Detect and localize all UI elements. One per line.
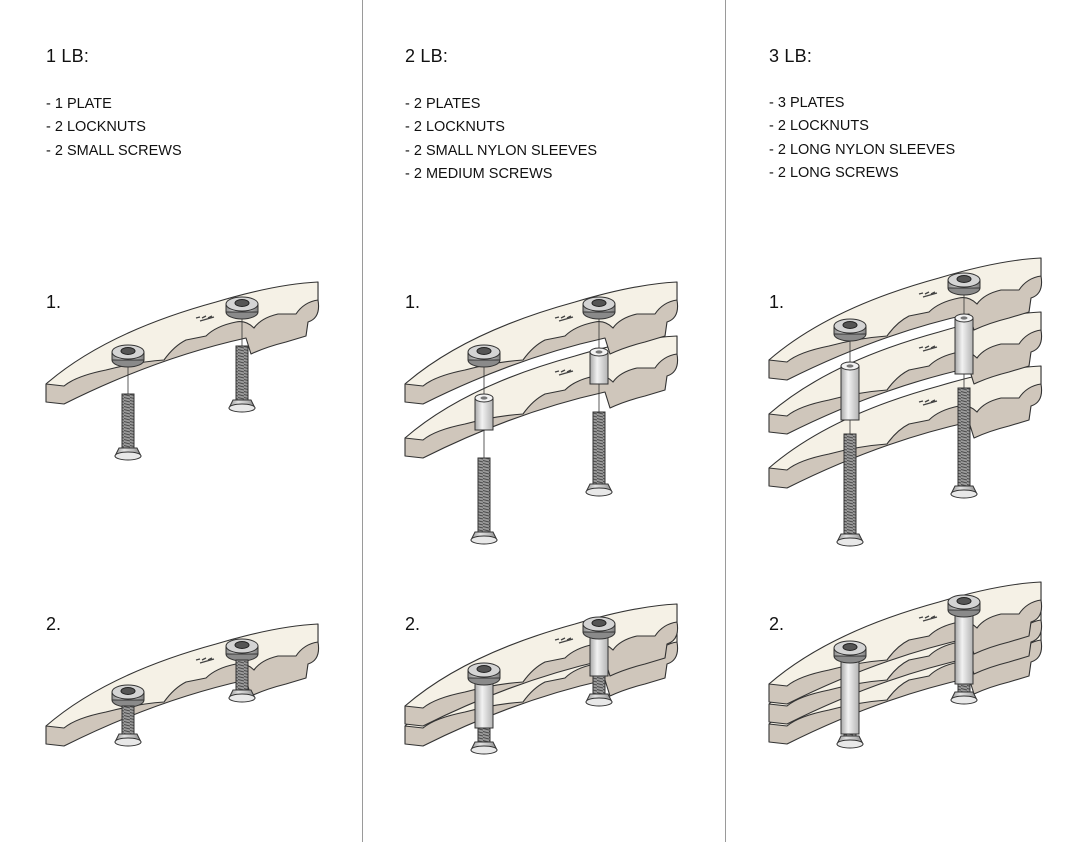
nylon-sleeve <box>474 393 494 431</box>
screw-shaft <box>121 393 135 449</box>
list-item: - 2 LOCKNUTS <box>769 118 869 135</box>
screw-shaft <box>235 345 249 401</box>
column-divider <box>362 0 363 842</box>
locknut <box>582 296 616 320</box>
locknut <box>225 296 259 320</box>
plate <box>45 623 320 747</box>
list-item: - 2 LONG NYLON SLEEVES <box>769 141 956 158</box>
locknut <box>833 640 867 664</box>
plate <box>404 603 679 727</box>
parts-list: - 1 PLATE - 2 LOCKNUTS - 2 SMALL SCREWS <box>46 93 182 163</box>
screw-shaft <box>843 433 857 535</box>
list-item: - 2 SMALL NYLON SLEEVES <box>405 142 598 159</box>
column-heading: 1 LB: <box>46 46 90 66</box>
screw-shaft <box>957 387 971 487</box>
exploded-assembly-diagram <box>768 257 1043 547</box>
column-1lb: 1 LB: - 1 PLATE - 2 LOCKNUTS - 2 SMALL S… <box>0 0 362 842</box>
nylon-sleeve <box>954 607 974 685</box>
screw-head <box>950 485 978 499</box>
locknut <box>947 594 981 618</box>
list-item: - 2 LOCKNUTS <box>405 119 505 136</box>
screw-shaft <box>121 705 135 735</box>
exploded-assembly-diagram <box>45 281 320 461</box>
step-label: 2. <box>769 614 785 634</box>
screw-shaft <box>592 411 606 485</box>
screw-head <box>585 483 613 497</box>
list-item: - 2 MEDIUM SCREWS <box>405 166 553 183</box>
plate <box>45 281 320 405</box>
locknut <box>582 616 616 640</box>
screw-head <box>228 399 256 413</box>
assembled-diagram <box>404 603 679 755</box>
step-label: 1. <box>46 292 62 312</box>
screw-head <box>950 691 978 705</box>
step-label: 2. <box>46 614 62 634</box>
locknut <box>833 318 867 342</box>
column-3lb: 3 LB: - 3 PLATES - 2 LOCKNUTS - 2 LONG N… <box>726 0 1089 842</box>
step-label: 2. <box>405 614 421 634</box>
screw-head <box>585 693 613 707</box>
locknut <box>111 344 145 368</box>
nylon-sleeve <box>954 313 974 375</box>
list-item: - 2 LOCKNUTS <box>46 119 146 136</box>
locknut <box>111 684 145 708</box>
locknut <box>225 638 259 662</box>
screw-shaft <box>235 659 249 691</box>
assembled-diagram <box>45 623 320 747</box>
column-2lb: 2 LB: - 2 PLATES - 2 LOCKNUTS - 2 SMALL … <box>363 0 725 842</box>
screw-head <box>114 447 142 461</box>
column-heading: 2 LB: <box>405 46 449 66</box>
list-item: - 2 LONG SCREWS <box>769 165 899 182</box>
nylon-sleeve <box>840 653 860 735</box>
screw-head <box>228 689 256 703</box>
step-label: 1. <box>769 292 785 312</box>
screw-shaft <box>592 675 606 697</box>
screw-shaft <box>477 457 491 533</box>
screw-head <box>836 533 864 547</box>
parts-list: - 3 PLATES - 2 LOCKNUTS - 2 LONG NYLON S… <box>769 92 955 186</box>
column-heading: 3 LB: <box>769 46 813 66</box>
assembled-diagram <box>768 581 1043 749</box>
locknut <box>947 272 981 296</box>
locknut <box>467 662 501 686</box>
list-item: - 1 PLATE <box>46 96 112 112</box>
screw-shaft <box>957 683 971 693</box>
step-label: 1. <box>405 292 421 312</box>
nylon-sleeve <box>840 361 860 421</box>
screw-head <box>470 741 498 755</box>
list-item: - 3 PLATES <box>769 95 845 111</box>
nylon-sleeve <box>589 347 609 385</box>
screw-head <box>114 733 142 747</box>
column-divider <box>725 0 726 842</box>
screw-head <box>470 531 498 545</box>
screw-head <box>836 735 864 749</box>
list-item: - 2 SMALL SCREWS <box>46 142 182 159</box>
locknut <box>467 344 501 368</box>
list-item: - 2 PLATES <box>405 96 481 112</box>
exploded-assembly-diagram <box>404 281 679 545</box>
parts-list: - 2 PLATES - 2 LOCKNUTS - 2 SMALL NYLON … <box>405 93 597 187</box>
